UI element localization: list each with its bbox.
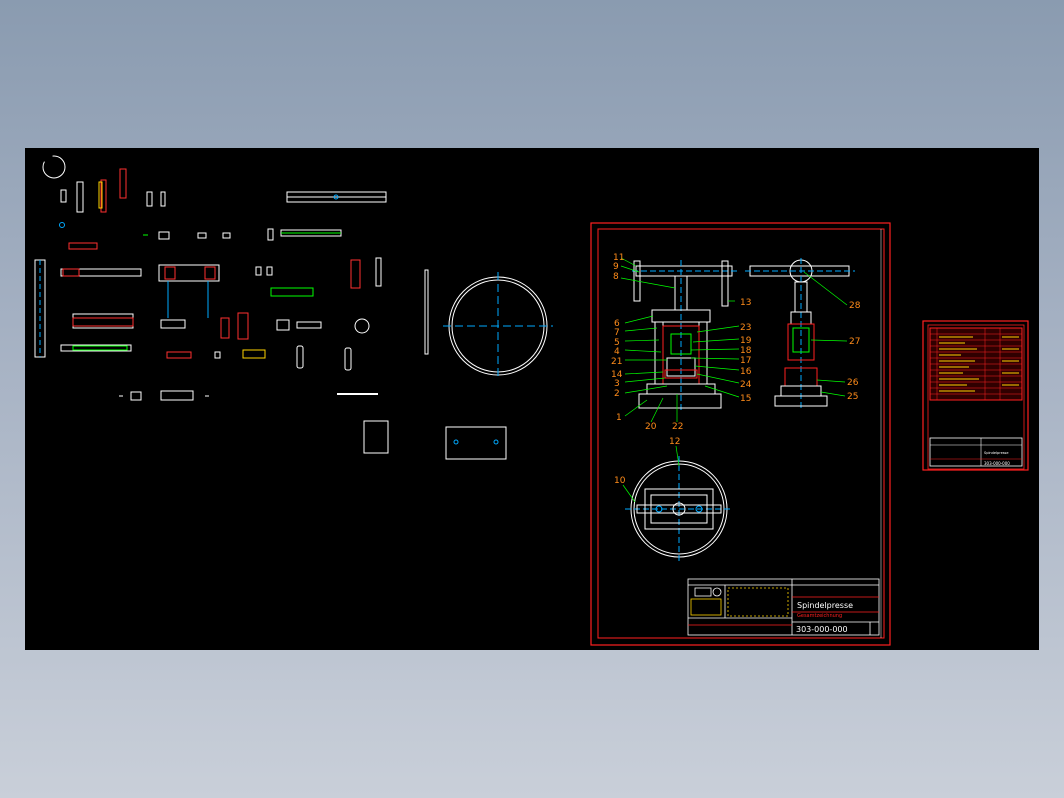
sheet-outer-border [590,222,891,646]
balloon-12: 12 [669,437,680,447]
side-view-leaders [803,271,848,397]
balloon-5: 5 [614,338,620,348]
drawing-sheet: 11 9 8 6 7 5 4 21 14 3 2 1 20 22 23 19 1… [590,222,891,646]
parts-list-table [930,328,1022,400]
balloon-11: 11 [613,253,624,263]
cad-model-viewport[interactable]: 11 9 8 6 7 5 4 21 14 3 2 1 20 22 23 19 1… [25,148,1039,650]
title-block: Spindelpresse Gesamtzeichnung 303-000-00… [687,578,880,636]
balloon-3: 3 [614,379,620,389]
balloon-10: 10 [614,476,626,486]
balloon-28: 28 [849,301,861,311]
parts-list-entries [939,336,1019,392]
balloon-17: 17 [740,356,751,366]
side-view [745,258,855,410]
balloon-16: 16 [740,367,752,377]
title-block-drawing-number: 303-000-000 [796,625,848,634]
balloon-4: 4 [614,347,620,357]
arc-sketch [42,155,66,179]
balloon-2: 2 [614,389,620,399]
front-view-balloons: 11 9 8 6 7 5 4 21 14 3 2 1 20 22 23 19 1… [611,253,752,432]
parts-list-sheet: Spindelpresse 303-000-000 [922,320,1029,471]
parts-list-title: Spindelpresse [984,451,1009,455]
loose-part-sketches [34,155,553,460]
balloon-8: 8 [613,272,619,282]
balloon-6: 6 [614,319,620,329]
balloon-24: 24 [740,380,752,390]
cad-drawing-canvas: 11 9 8 6 7 5 4 21 14 3 2 1 20 22 23 19 1… [34,155,1029,646]
balloon-7: 7 [614,328,620,338]
balloon-1: 1 [616,413,622,423]
balloon-13: 13 [740,298,751,308]
side-view-balloons: 28 27 26 25 [847,301,861,402]
balloon-25: 25 [847,392,858,402]
balloon-27: 27 [849,337,860,347]
top-view-balloons: 12 10 [614,437,680,486]
sheet-inner-border [597,228,885,639]
top-view-leaders [622,445,680,503]
top-view [625,456,733,562]
balloon-18: 18 [740,346,752,356]
title-block-subtitle: Gesamtzeichnung [797,613,842,619]
balloon-21: 21 [611,357,622,367]
balloon-26: 26 [847,378,859,388]
balloon-9: 9 [613,262,619,272]
balloon-20: 20 [645,422,657,432]
balloon-23: 23 [740,323,751,333]
title-block-drawing-title: Spindelpresse [797,601,853,610]
balloon-14: 14 [611,370,623,380]
balloon-15: 15 [740,394,751,404]
balloon-19: 19 [740,336,752,346]
front-view-leaders [620,257,740,423]
balloon-22: 22 [672,422,683,432]
parts-list-number: 303-000-000 [984,461,1010,466]
